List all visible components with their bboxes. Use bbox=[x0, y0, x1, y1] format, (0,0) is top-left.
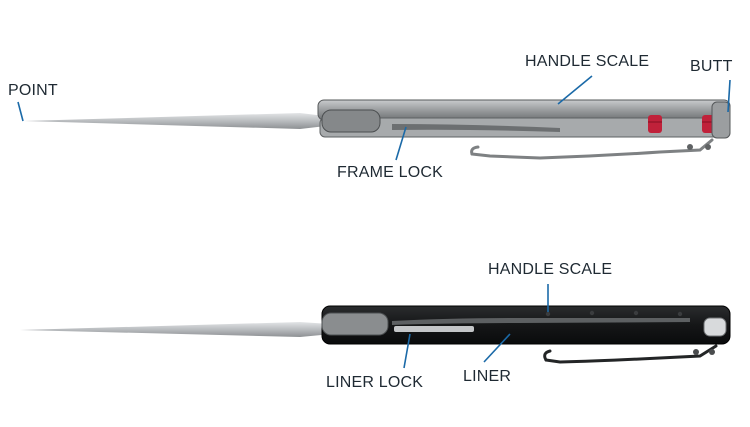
label-point: POINT bbox=[8, 82, 58, 99]
leader-butt bbox=[727, 79, 731, 113]
top-knife-standoff-1 bbox=[648, 115, 662, 133]
label-frame-lock: FRAME LOCK bbox=[337, 164, 444, 181]
leader-liner bbox=[483, 333, 511, 363]
bottom-knife-dimple-4 bbox=[677, 311, 683, 317]
label-butt: BUTT bbox=[690, 58, 733, 75]
bottom-knife-clip-screw bbox=[693, 349, 699, 355]
top-knife-pocket-clip-tip bbox=[470, 145, 480, 156]
bottom-knife-dimple-1 bbox=[545, 311, 551, 317]
bottom-knife-pocket-clip-tip bbox=[543, 349, 552, 362]
leader-point bbox=[17, 101, 24, 122]
bottom-knife-blade bbox=[20, 322, 332, 337]
label-handle-scale-top: HANDLE SCALE bbox=[525, 53, 650, 70]
bottom-knife bbox=[20, 305, 731, 364]
top-knife-pocket-clip bbox=[470, 138, 714, 160]
top-knife-frame-lock-bar bbox=[392, 124, 560, 132]
bottom-knife-pocket-clip bbox=[544, 344, 718, 364]
top-knife-butt bbox=[711, 101, 731, 139]
bottom-knife-pivot bbox=[321, 312, 389, 336]
label-handle-scale-bottom: HANDLE SCALE bbox=[488, 261, 613, 278]
top-knife bbox=[24, 99, 731, 160]
bottom-knife-clip-screw-2 bbox=[709, 349, 715, 355]
bottom-knife-dimple-3 bbox=[633, 310, 639, 316]
bottom-knife-leaders bbox=[403, 284, 549, 369]
leader-frame-lock bbox=[395, 126, 407, 161]
bottom-knife-butt bbox=[703, 317, 727, 337]
bottom-knife-dimple-2 bbox=[589, 310, 595, 316]
bottom-knife-liner bbox=[392, 318, 690, 325]
top-knife-blade bbox=[24, 113, 326, 129]
leader-handle-scale-top bbox=[557, 75, 593, 105]
label-liner-lock: LINER LOCK bbox=[326, 374, 424, 391]
top-knife-leaders bbox=[17, 75, 731, 161]
label-liner: LINER bbox=[463, 368, 512, 385]
bottom-knife-lock-face bbox=[394, 326, 474, 332]
top-knife-clip-screw-2 bbox=[705, 144, 711, 150]
leader-liner-lock bbox=[403, 333, 411, 369]
top-knife-pivot bbox=[321, 109, 381, 133]
top-knife-clip-screw bbox=[687, 144, 693, 150]
